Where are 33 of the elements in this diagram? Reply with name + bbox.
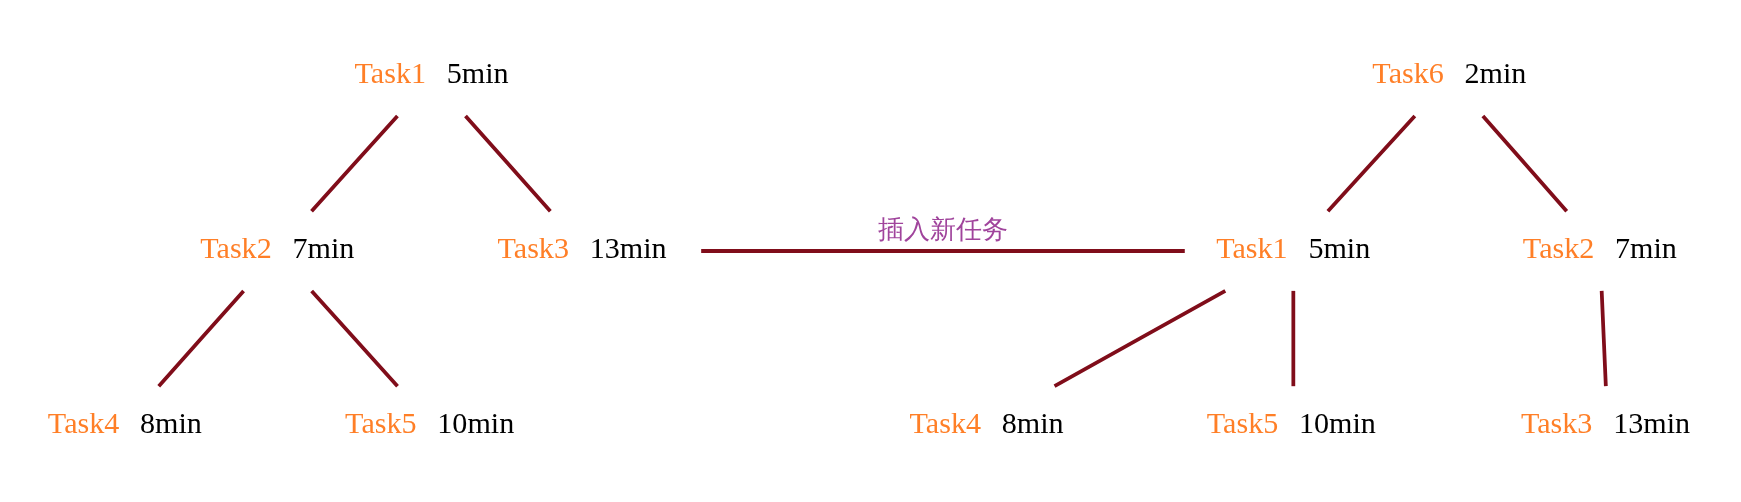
node-text: Task1 [1216, 231, 1288, 266]
connector [310, 114, 399, 213]
node-text: Task4 [909, 406, 981, 441]
node-text: Task1 [354, 56, 426, 91]
connector [1326, 114, 1417, 213]
node-label: 7min [292, 231, 355, 266]
node-label: 8min [140, 406, 202, 441]
node-text: Task5 [1206, 406, 1279, 441]
node-text: Task3 [1520, 406, 1593, 441]
connector [157, 289, 245, 388]
connector [1481, 114, 1569, 213]
node-text: Task5 [345, 406, 417, 441]
connector [1053, 289, 1227, 388]
node-label: 8min [1001, 406, 1064, 441]
node-text: Task6 [1372, 56, 1444, 91]
node-label: 5min [1308, 231, 1371, 266]
node-text: Task3 [497, 231, 569, 266]
connector [310, 289, 399, 388]
node-label: 10min [437, 406, 515, 441]
node-label: 10min [1298, 406, 1376, 441]
node-label: 2min [1464, 56, 1527, 91]
connector [1291, 290, 1296, 387]
node-label: 5min [446, 56, 509, 91]
node-label: 13min [1613, 406, 1691, 441]
node-label: 7min [1615, 231, 1677, 266]
node-text: Task2 [1522, 231, 1595, 266]
node-text: Task2 [200, 231, 272, 266]
edge-label: 插入新任务 [877, 214, 1008, 245]
connector [464, 114, 552, 213]
node-text: Task4 [47, 406, 120, 441]
connector [1599, 290, 1608, 387]
node-label: 13min [589, 231, 667, 266]
connector [701, 249, 1185, 253]
